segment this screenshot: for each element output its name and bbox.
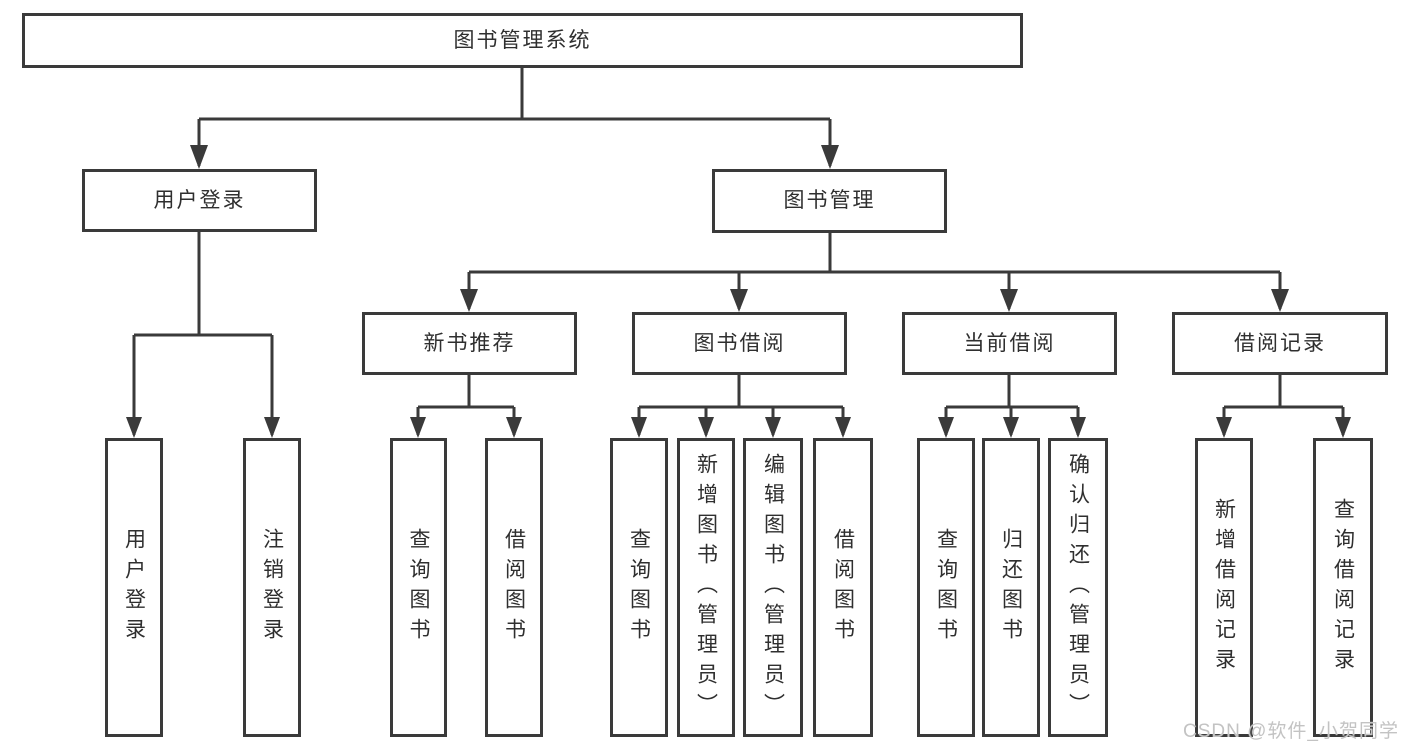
leaf-borrow-books: 借阅图书 <box>813 438 873 737</box>
node-book-management: 图书管理 <box>712 169 947 233</box>
leaf-add-books-admin: 新增图书（管理员） <box>677 438 735 737</box>
node-book-borrowing: 图书借阅 <box>632 312 847 375</box>
node-borrowing-records: 借阅记录 <box>1172 312 1388 375</box>
node-library-management-system: 图书管理系统 <box>22 13 1023 68</box>
leaf-confirm-return-admin: 确认归还（管理员） <box>1048 438 1108 737</box>
leaf-query-books-borrowing: 查询图书 <box>610 438 668 737</box>
leaf-add-borrow-record: 新增借阅记录 <box>1195 438 1253 737</box>
connector-stems <box>132 68 1345 435</box>
leaf-query-books-recommend: 查询图书 <box>390 438 447 737</box>
leaf-return-books: 归还图书 <box>982 438 1040 737</box>
node-new-book-recommendation: 新书推荐 <box>362 312 577 375</box>
leaf-query-borrow-record: 查询借阅记录 <box>1313 438 1373 737</box>
csdn-watermark: CSDN @软件_小贺同学 <box>1183 721 1399 742</box>
leaf-query-books-current: 查询图书 <box>917 438 975 737</box>
node-user-login: 用户登录 <box>82 169 317 232</box>
leaf-edit-books-admin: 编辑图书（管理员） <box>743 438 803 737</box>
node-current-borrowing: 当前借阅 <box>902 312 1117 375</box>
leaf-user-login: 用户登录 <box>105 438 163 737</box>
leaf-borrow-books-recommend: 借阅图书 <box>485 438 543 737</box>
leaf-logout: 注销登录 <box>243 438 301 737</box>
